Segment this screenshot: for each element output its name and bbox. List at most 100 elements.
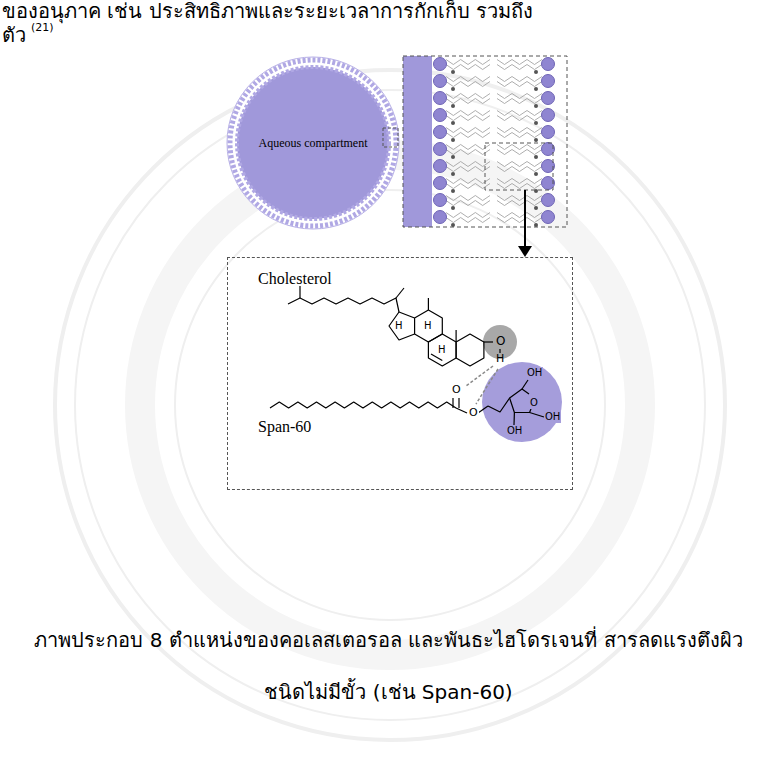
lipid-head xyxy=(542,126,555,139)
lipid-head xyxy=(542,194,555,207)
lipid-tail xyxy=(497,133,542,138)
lipid-head xyxy=(434,160,447,173)
lipid-tail xyxy=(497,145,542,150)
lipid-tail xyxy=(446,77,490,82)
lipid-tail xyxy=(497,82,542,87)
lipid-head xyxy=(542,75,555,88)
compartment-label: Aqueous compartment xyxy=(259,136,368,151)
lipid-tail xyxy=(446,99,490,104)
cholesterol-dot xyxy=(534,104,538,108)
lipid-tail xyxy=(446,167,490,172)
lipid-head xyxy=(434,92,447,105)
cholesterol-dot xyxy=(534,155,538,159)
hydroxyl-group: OH xyxy=(526,367,543,379)
lipid-tail xyxy=(446,145,490,150)
lipid-tail xyxy=(446,213,490,218)
lipid-tail xyxy=(446,196,490,201)
oxygen-atom: O xyxy=(529,397,539,409)
lipid-tail xyxy=(446,179,490,184)
oxygen-atom: O xyxy=(468,407,479,420)
hydrogen-atom: H xyxy=(424,320,432,332)
vesicle-circle: Aqueous compartment xyxy=(226,56,400,230)
cholesterol-dot xyxy=(534,121,538,125)
lipid-head xyxy=(434,177,447,190)
cholesterol-dot xyxy=(534,87,538,91)
oh-bond xyxy=(522,380,528,389)
lipid-tail xyxy=(446,111,490,116)
cholesterol-structure xyxy=(288,286,517,366)
lipid-head xyxy=(542,92,555,105)
cholesterol-dot xyxy=(451,70,455,74)
lipid-head xyxy=(542,211,555,224)
linker xyxy=(488,398,510,412)
lipid-tail xyxy=(497,213,542,218)
cholesterol-dot xyxy=(451,87,455,91)
body-text: ของอนุภาค เช่น ประสิทธิภาพและระยะเวลาการ… xyxy=(2,0,533,23)
lipid-tail xyxy=(446,82,490,87)
hydroxyl-group: OH xyxy=(506,425,523,437)
figure-caption: ภาพประกอบ 8 ตำแหน่งของคอเลสเตอรอล และพัน… xyxy=(30,614,747,718)
lipid-tail xyxy=(446,184,490,189)
side-chain xyxy=(288,298,399,312)
ring-b xyxy=(428,334,456,366)
hydrogen-atom: H xyxy=(496,353,504,366)
ring-a xyxy=(456,334,484,366)
cholesterol-dot xyxy=(451,104,455,108)
lipid-head xyxy=(434,143,447,156)
lipid-tail xyxy=(497,111,542,116)
lipid-tail xyxy=(497,65,542,70)
cholesterol-dot xyxy=(451,172,455,176)
cholesterol-dot xyxy=(451,138,455,142)
lipid-head xyxy=(542,109,555,122)
bilayer xyxy=(434,58,555,228)
cholesterol-dot xyxy=(534,138,538,142)
lipid-tail xyxy=(446,201,490,206)
lipid-tail xyxy=(446,94,490,99)
aqueous-fill xyxy=(403,56,432,227)
lipid-head xyxy=(434,75,447,88)
oxygen-atom: O xyxy=(452,384,461,397)
methyl xyxy=(396,288,404,298)
lipid-head xyxy=(434,194,447,207)
lipid-tail xyxy=(446,65,490,70)
hydrogen-bond xyxy=(476,369,498,404)
cholesterol-dot xyxy=(534,70,538,74)
ring-d xyxy=(389,312,415,340)
cholesterol-dot xyxy=(534,206,538,210)
lipid-tail xyxy=(497,162,542,167)
lipid-tail xyxy=(497,128,542,133)
zoom-arrow xyxy=(524,190,526,248)
ester-bond xyxy=(456,408,467,413)
methyl xyxy=(428,298,429,310)
outer-leaflet xyxy=(230,60,396,226)
lipid-tail xyxy=(497,179,542,184)
lipid-tail xyxy=(446,133,490,138)
ester-bond xyxy=(478,406,488,413)
lipid-tail xyxy=(497,116,542,121)
lipid-head xyxy=(434,58,447,71)
cholesterol-dot xyxy=(451,121,455,125)
lipid-tail xyxy=(497,184,542,189)
lipid-tail xyxy=(446,128,490,133)
lipid-tail xyxy=(497,99,542,104)
lipid-tail xyxy=(497,150,542,155)
zoom-frame xyxy=(403,56,567,227)
span60-structure xyxy=(270,362,562,442)
molecule-name: Span-60 xyxy=(258,418,311,436)
membrane-zoom xyxy=(403,56,567,257)
oh-bond xyxy=(530,413,544,418)
inner-leaflet xyxy=(237,67,389,219)
lipid-tail xyxy=(446,60,490,65)
methyl xyxy=(456,330,457,342)
hydroxyl-group: OH xyxy=(544,411,561,423)
lipid-head xyxy=(542,58,555,71)
lipid-head xyxy=(434,109,447,122)
molecule-name: Cholesterol xyxy=(258,270,332,288)
citation-number: (21) xyxy=(31,22,54,35)
hydrogen-atom: H xyxy=(438,344,446,356)
zoom-marker xyxy=(383,128,398,147)
lipid-tail xyxy=(446,150,490,155)
lipid-tail xyxy=(497,196,542,201)
oh-bond xyxy=(513,413,515,426)
